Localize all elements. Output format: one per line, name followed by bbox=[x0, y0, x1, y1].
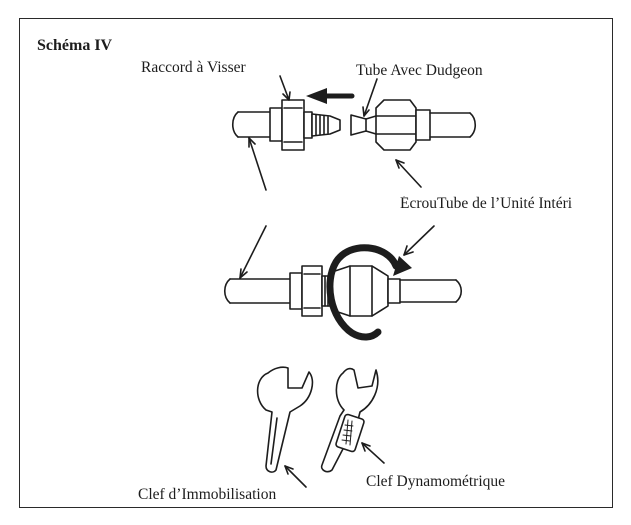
leader-middle-nut bbox=[403, 225, 435, 256]
diagram-title: Schéma IV bbox=[37, 37, 113, 54]
label-indoor-nut: ÉcrouTube de l’Unité Intéri bbox=[400, 196, 573, 212]
leader-flared-tube bbox=[362, 78, 378, 117]
push-direction-arrow bbox=[306, 88, 355, 104]
top-right-pipe bbox=[429, 112, 477, 138]
torque-wrench bbox=[320, 367, 379, 473]
top-left-pipe bbox=[231, 111, 271, 138]
middle-union-fitting bbox=[289, 265, 333, 317]
label-flare-union: Raccord à Visser bbox=[141, 59, 246, 76]
leader-top-pipe bbox=[248, 137, 267, 191]
rotation-arrow bbox=[326, 244, 412, 341]
middle-flare-nut bbox=[331, 265, 401, 317]
leader-torque-wrench bbox=[361, 442, 385, 464]
flare-nut bbox=[365, 99, 431, 151]
leader-indoor-nut bbox=[395, 159, 422, 188]
label-holding-wrench: Clef d’Immobilisation bbox=[138, 486, 277, 503]
label-torque-wrench: Clef Dynamométrique bbox=[366, 473, 506, 490]
leader-middle-pipe bbox=[239, 225, 267, 279]
flared-tube-end bbox=[350, 114, 367, 136]
leader-holding-wrench bbox=[284, 465, 307, 488]
middle-right-pipe bbox=[399, 279, 463, 303]
holding-wrench bbox=[256, 366, 314, 473]
middle-left-pipe bbox=[223, 278, 291, 304]
leader-flare-union bbox=[279, 75, 291, 101]
flare-union-fitting bbox=[269, 99, 341, 151]
label-flared-tube: Tube Avec Dudgeon bbox=[356, 62, 483, 79]
